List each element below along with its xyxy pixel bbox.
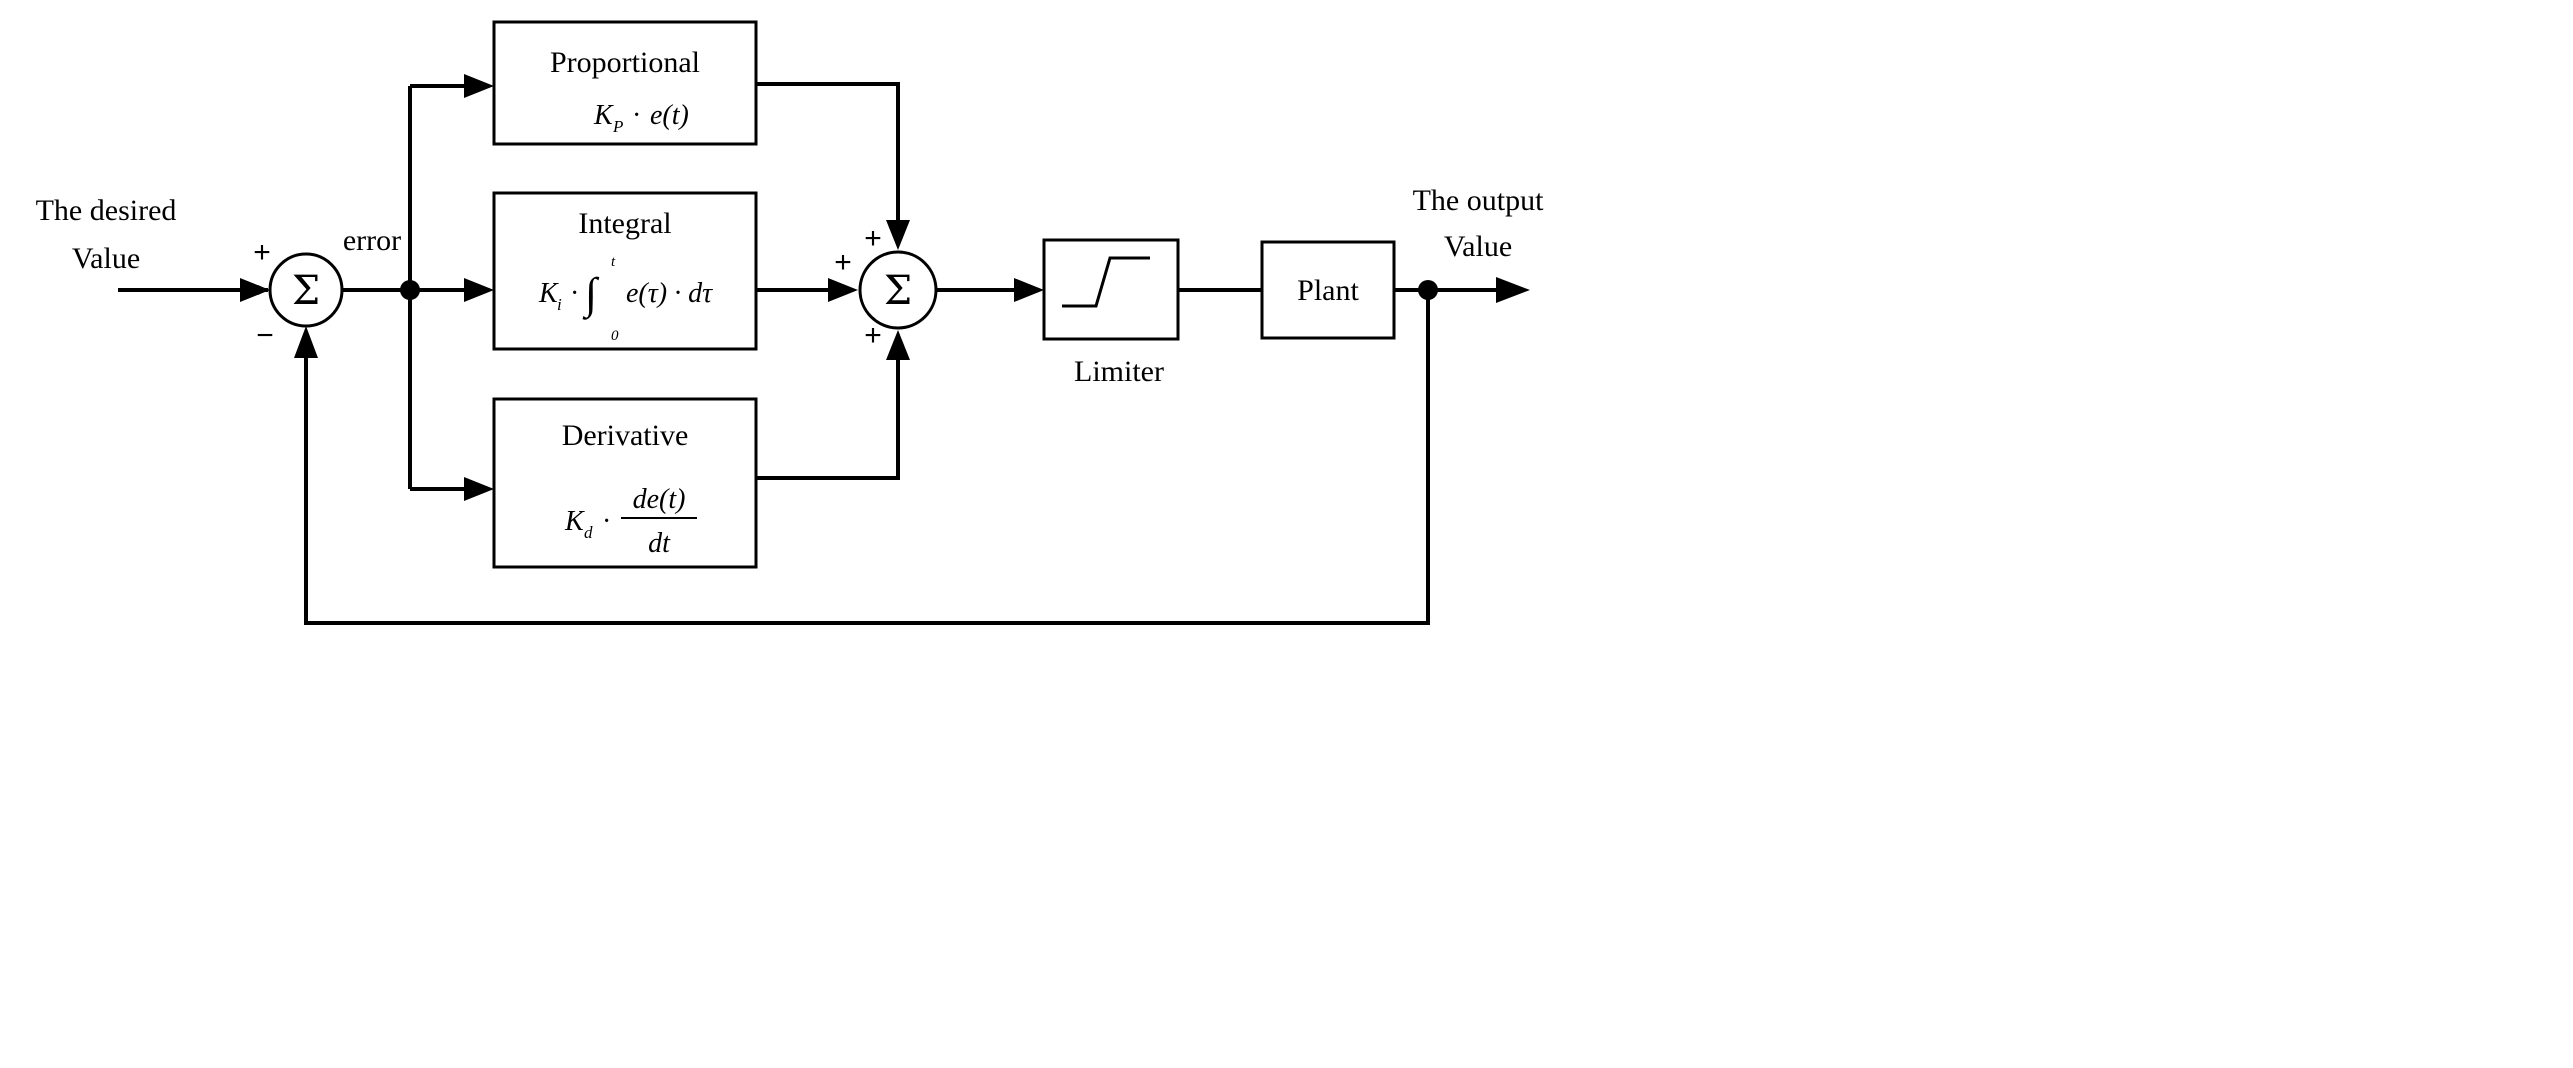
summing-junction-1: Σ	[268, 252, 344, 328]
proportional-output-arrowhead	[886, 220, 910, 250]
summer2-plus-bottom: +	[864, 319, 882, 352]
svg-text:0: 0	[611, 328, 619, 344]
derivative-formula: K d · de(t) dt	[564, 484, 697, 559]
to-integral-arrowhead	[464, 278, 494, 302]
svg-text:K: K	[564, 506, 585, 537]
derivative-block	[492, 397, 758, 569]
derivative-output-line	[756, 360, 900, 480]
integral-block	[492, 191, 758, 351]
limiter-block	[1042, 238, 1180, 341]
svg-text:t: t	[611, 254, 616, 270]
plant-label: Plant	[1297, 274, 1359, 307]
input-arrowhead	[240, 278, 270, 302]
feedback-line	[304, 290, 1430, 625]
integral-output-arrowhead	[828, 278, 858, 302]
svg-text:·: ·	[570, 278, 579, 309]
svg-text:e(τ) · dτ: e(τ) · dτ	[626, 278, 713, 309]
to-limiter-arrowhead	[1014, 278, 1044, 302]
feedback-arrowhead	[294, 326, 318, 358]
summer2-plus-left: +	[834, 246, 852, 279]
plant-block	[1260, 240, 1396, 340]
svg-text:The desired: The desired	[36, 194, 177, 227]
to-derivative-arrowhead	[464, 477, 494, 501]
summer1-minus-sign: −	[256, 319, 274, 352]
output-arrowhead	[1496, 277, 1530, 303]
limiter-saturation-icon	[1062, 256, 1150, 308]
derivative-output-arrowhead	[886, 330, 910, 360]
proportional-block	[492, 20, 758, 146]
svg-text:i: i	[557, 295, 562, 314]
svg-text:Value: Value	[72, 242, 140, 275]
proportional-title: Proportional	[550, 46, 700, 79]
svg-text:e(t): e(t)	[650, 100, 689, 131]
svg-text:de(t): de(t)	[633, 484, 686, 515]
input-label: The desired Value	[36, 194, 177, 275]
summing-junction-2: Σ	[858, 250, 938, 330]
integral-sign-icon: ∫	[582, 269, 600, 320]
summer2-plus-top: +	[864, 222, 882, 255]
svg-text:Value: Value	[1444, 230, 1512, 263]
svg-text:·: ·	[602, 506, 611, 537]
svg-text:·: ·	[632, 100, 641, 131]
proportional-formula: K P · e(t)	[593, 100, 689, 136]
output-label: The output Value	[1413, 184, 1544, 263]
integral-title: Integral	[578, 207, 671, 240]
derivative-title: Derivative	[562, 419, 689, 452]
svg-text:d: d	[584, 523, 593, 542]
svg-text:dt: dt	[648, 528, 671, 559]
svg-text:P: P	[612, 117, 623, 136]
svg-text:Σ: Σ	[292, 268, 320, 314]
integral-formula: K i · ∫ t 0 e(τ) · dτ	[538, 254, 713, 344]
pid-control-diagram: The desired Value Σ + − error Proportion…	[36, 20, 1544, 625]
limiter-label: Limiter	[1074, 355, 1164, 388]
svg-text:K: K	[538, 278, 559, 309]
svg-text:K: K	[593, 100, 614, 131]
to-proportional-arrowhead	[464, 74, 494, 98]
svg-text:Σ: Σ	[884, 268, 912, 314]
proportional-output-line	[756, 82, 900, 222]
error-label: error	[343, 224, 401, 257]
summer1-plus-sign: +	[253, 236, 271, 269]
svg-text:The output: The output	[1413, 184, 1544, 217]
